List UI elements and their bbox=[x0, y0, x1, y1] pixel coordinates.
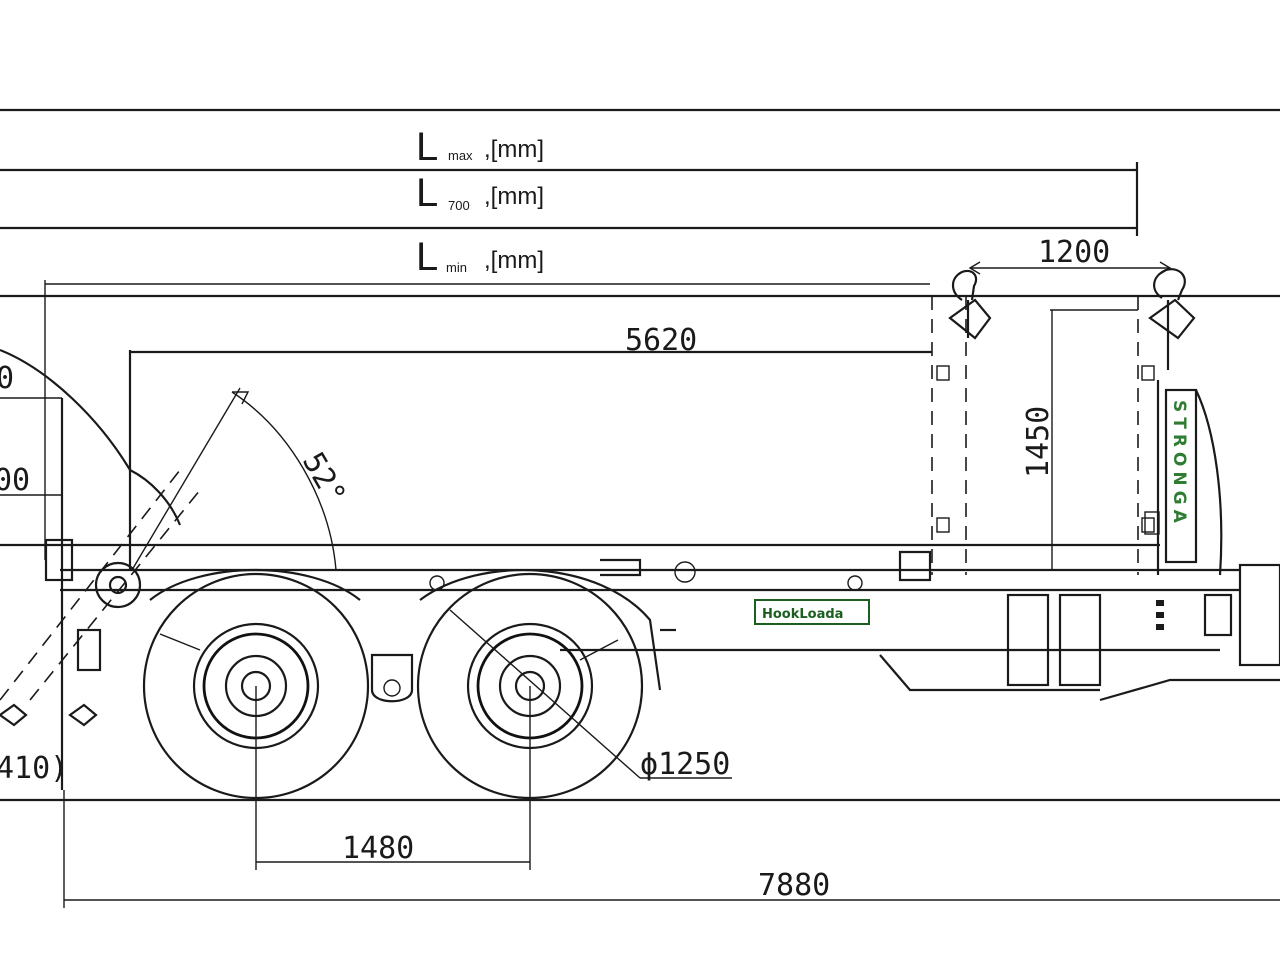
left-partial-top: 0 bbox=[0, 361, 14, 396]
svg-text:,[mm]: ,[mm] bbox=[484, 247, 544, 274]
body-height-dimension: 1450 bbox=[1021, 309, 1138, 570]
svg-text:L: L bbox=[416, 171, 438, 215]
fenders bbox=[149, 568, 676, 691]
overall-length-dimension: 7880 bbox=[63, 790, 1280, 908]
hook-arm-right bbox=[1148, 268, 1196, 370]
tip-angle-value: 52° bbox=[295, 447, 352, 511]
wheel-diameter-dimension: ϕ1250 bbox=[159, 609, 732, 782]
stronga-brand: STRONGA bbox=[1169, 400, 1189, 528]
hook-offset-value: 1200 bbox=[1038, 235, 1110, 270]
axle-spacing-value: 1480 bbox=[342, 831, 414, 866]
l-max-label: L max ,[mm] bbox=[416, 125, 544, 169]
svg-text:700: 700 bbox=[448, 198, 470, 213]
wheel-diameter-value: ϕ1250 bbox=[640, 747, 730, 782]
hook-arm-left bbox=[948, 269, 992, 340]
svg-text:L: L bbox=[416, 235, 438, 279]
svg-text:L: L bbox=[416, 125, 438, 169]
svg-text:max: max bbox=[448, 148, 473, 163]
body-height-value: 1450 bbox=[1021, 406, 1056, 478]
l-min-label: L min ,[mm] bbox=[416, 235, 544, 279]
l-700-label: L 700 ,[mm] bbox=[416, 171, 544, 215]
overall-length-value: 7880 bbox=[758, 868, 830, 903]
svg-text:HookLoada: HookLoada bbox=[762, 607, 843, 622]
drawbar-front: 0 00 410) bbox=[0, 348, 201, 790]
svg-text:min: min bbox=[446, 260, 467, 275]
hookloada-badge: HookLoada bbox=[754, 599, 870, 625]
suspension bbox=[370, 653, 414, 703]
hook-mast: STRONGA bbox=[1144, 380, 1223, 576]
length-dimension-lines bbox=[0, 108, 1280, 560]
svg-text:,[mm]: ,[mm] bbox=[484, 183, 544, 210]
left-partial-bottom: 410) bbox=[0, 751, 68, 786]
tip-angle-indicator: 52° bbox=[131, 387, 352, 571]
hook-offset-dimension: 1200 bbox=[968, 235, 1172, 275]
svg-text:,[mm]: ,[mm] bbox=[484, 136, 544, 163]
axle-spacing-dimension: 1480 bbox=[255, 686, 531, 870]
body-length-value: 5620 bbox=[625, 323, 697, 358]
left-partial-mid: 00 bbox=[0, 463, 30, 498]
container-body: 5620 bbox=[0, 296, 1160, 575]
